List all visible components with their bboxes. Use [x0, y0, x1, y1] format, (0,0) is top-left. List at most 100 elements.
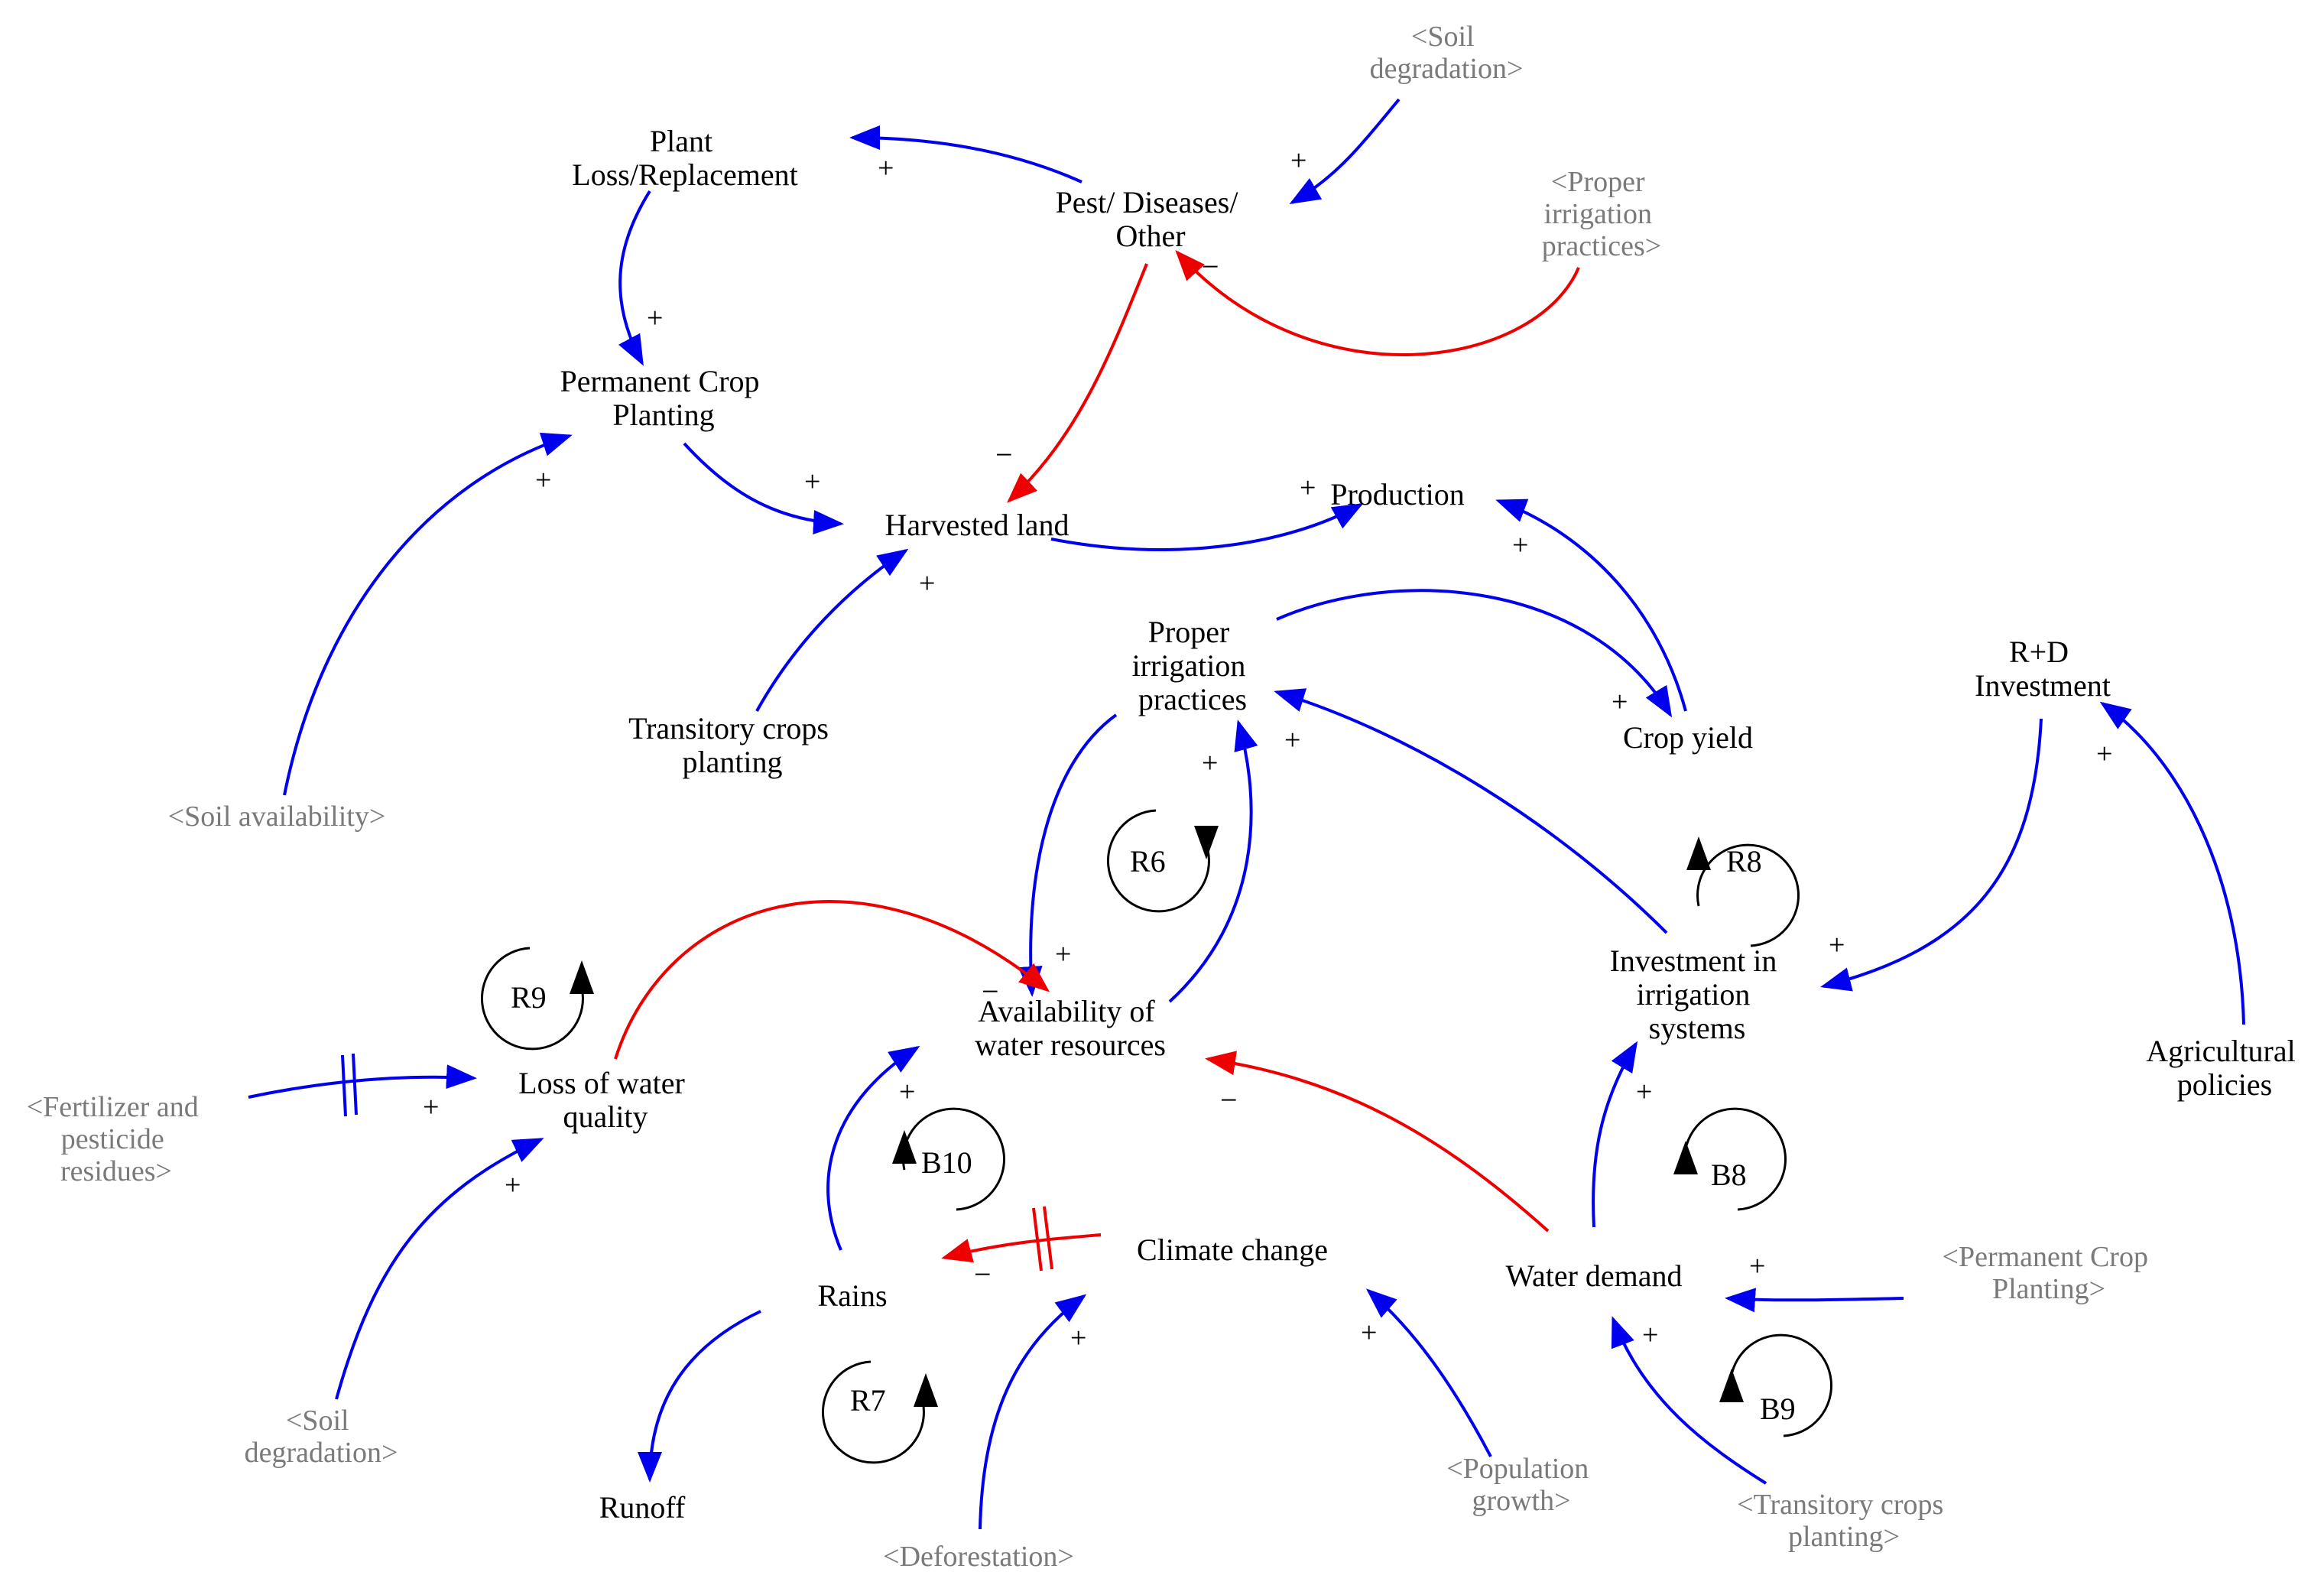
polarity-plus: +	[1290, 145, 1306, 177]
link-water-demand-to-investment	[1592, 1041, 1638, 1228]
polarity-plus: +	[1361, 1317, 1377, 1349]
link-soil-degradation-to-pest	[1289, 98, 1401, 205]
polarity-plus: +	[1284, 724, 1300, 756]
link-pest-to-harvested-land	[1007, 263, 1148, 503]
polarity-plus: +	[1612, 686, 1628, 718]
loop-label-b9: B9	[1760, 1392, 1796, 1426]
polarity-plus: +	[423, 1091, 439, 1123]
polarity-plus: +	[1202, 747, 1218, 779]
loop-label-b8: B8	[1711, 1158, 1747, 1192]
link-delay-mark-climate	[1032, 1207, 1043, 1272]
link-climate-to-rains	[941, 1233, 1102, 1263]
var-rains: Rains	[817, 1278, 887, 1313]
shadow-soil-degradation-bottom: <Soil degradation>	[245, 1405, 398, 1469]
polarity-plus: +	[1642, 1319, 1658, 1351]
shadow-permanent-crop-planting: <Permanent Crop Planting>	[1943, 1241, 2156, 1305]
polarity-plus: +	[1300, 472, 1316, 504]
loop-r7-arrow	[914, 1373, 938, 1407]
link-crop-yield-to-production	[1495, 499, 1687, 712]
link-rd-to-investment	[1820, 718, 2043, 992]
var-availability-water-resources: Availability of water resources	[975, 994, 1166, 1062]
link-proper-irrigation-shadow-to-pest	[1175, 250, 1580, 356]
var-loss-water-quality: Loss of water quality	[518, 1066, 693, 1134]
var-permanent-crop-planting: Permanent Crop Planting	[560, 364, 767, 432]
var-pest-diseases: Pest/ Diseases/ Other	[1056, 185, 1246, 253]
link-availability-to-proper-irrigation	[1168, 719, 1258, 1003]
polarity-plus: +	[1829, 929, 1845, 961]
link-transitory-to-harvested-land	[755, 548, 909, 712]
loop-b9: B9	[1719, 1333, 1833, 1437]
polarity-plus: +	[919, 567, 935, 599]
var-crop-yield: Crop yield	[1623, 720, 1753, 755]
link-proper-irrigation-to-crop-yield	[1276, 589, 1673, 718]
polarity-plus: +	[878, 152, 894, 184]
shadow-deforestation: <Deforestation>	[883, 1541, 1074, 1573]
var-production: Production	[1330, 477, 1465, 512]
loop-r8: R8	[1686, 836, 1800, 947]
loop-label-r7: R7	[850, 1383, 886, 1418]
shadow-transitory-crops-planting: <Transitory crops planting>	[1737, 1489, 1951, 1553]
link-permanent-crop-to-harvested-land	[683, 442, 844, 534]
polarity-minus: −	[1220, 1083, 1238, 1117]
var-transitory-crops-planting: Transitory crops planting	[628, 711, 836, 779]
link-transitory-shadow-to-water-demand	[1611, 1316, 1767, 1485]
polarity-minus: −	[982, 974, 999, 1008]
link-soil-degradation-bottom-to-loss-water-quality	[335, 1138, 544, 1400]
var-agricultural-policies: Agricultural policies	[2146, 1034, 2303, 1102]
var-climate-change: Climate change	[1137, 1233, 1328, 1267]
loop-b9-arrow	[1719, 1369, 1744, 1402]
link-investment-to-proper-irrigation	[1274, 688, 1668, 934]
polarity-minus: −	[1202, 249, 1219, 284]
var-rd-investment: R+D Investment	[1975, 635, 2111, 703]
loop-b10-arrow	[892, 1130, 917, 1164]
polarity-plus: +	[1512, 529, 1528, 561]
loop-b10: B10	[892, 1107, 1006, 1211]
link-loss-water-quality-to-availability	[614, 900, 1050, 1060]
loop-r6-arrow	[1194, 826, 1219, 859]
link-deforestation-to-climate	[979, 1294, 1087, 1530]
var-runoff: Runoff	[599, 1490, 686, 1525]
polarity-plus: +	[899, 1076, 915, 1108]
loop-label-r6: R6	[1130, 844, 1166, 879]
loop-r9-arrow	[570, 960, 594, 994]
polarity-plus: +	[1636, 1076, 1652, 1108]
loop-r7: R7	[821, 1360, 938, 1464]
polarity-plus: +	[804, 466, 820, 498]
polarity-plus: +	[1070, 1322, 1086, 1354]
link-agricultural-to-rd	[2099, 701, 2245, 1025]
link-population-to-climate	[1365, 1288, 1492, 1457]
polarity-minus: −	[974, 1257, 992, 1291]
link-rains-to-availability	[826, 1045, 920, 1251]
loop-b8-arrow	[1673, 1141, 1698, 1174]
polarity-signs: + + − + − + + + + + + + + + − + + + + + …	[423, 145, 2112, 1354]
link-fertilizer-to-loss-water-quality	[248, 1064, 477, 1099]
loop-r9: R9	[480, 947, 594, 1051]
var-investment-irrigation-systems: Investment in irrigation systems	[1610, 944, 1785, 1045]
link-plant-loss-to-permanent-crop	[618, 190, 651, 366]
var-plant-loss: Plant Loss/Replacement	[572, 124, 797, 192]
shadow-fertilizer-pesticide-residues: <Fertilizer and pesticide residues>	[27, 1091, 206, 1187]
var-proper-irrigation-practices: Proper irrigation practices	[1132, 615, 1254, 716]
loop-label-b10: B10	[921, 1145, 972, 1180]
link-harvested-to-production	[1050, 503, 1364, 551]
shadow-variables: <Soil degradation> <Proper irrigation pr…	[27, 21, 2156, 1573]
polarity-plus: +	[535, 464, 551, 496]
link-delay-mark-fertilizer-2	[352, 1053, 358, 1116]
links	[248, 98, 2245, 1530]
link-delay-mark-fertilizer	[341, 1054, 347, 1117]
shadow-soil-degradation-top: <Soil degradation>	[1370, 21, 1524, 85]
polarity-plus: +	[1749, 1250, 1765, 1282]
polarity-plus: +	[647, 302, 663, 334]
loop-label-r9: R9	[511, 980, 547, 1015]
loop-r8-arrow	[1686, 836, 1711, 870]
polarity-plus: +	[1055, 938, 1071, 970]
loop-r6: R6	[1106, 809, 1219, 913]
link-pest-to-plant-loss	[849, 125, 1082, 184]
polarity-minus: −	[995, 437, 1013, 472]
link-permanent-shadow-to-water-demand	[1725, 1288, 1904, 1313]
link-water-demand-to-availability	[1205, 1051, 1550, 1233]
link-proper-irrigation-to-availability	[1018, 713, 1118, 997]
link-soil-availability-to-permanent-crop	[283, 432, 573, 796]
shadow-proper-irrigation-practices: <Proper irrigation practices>	[1542, 166, 1661, 262]
